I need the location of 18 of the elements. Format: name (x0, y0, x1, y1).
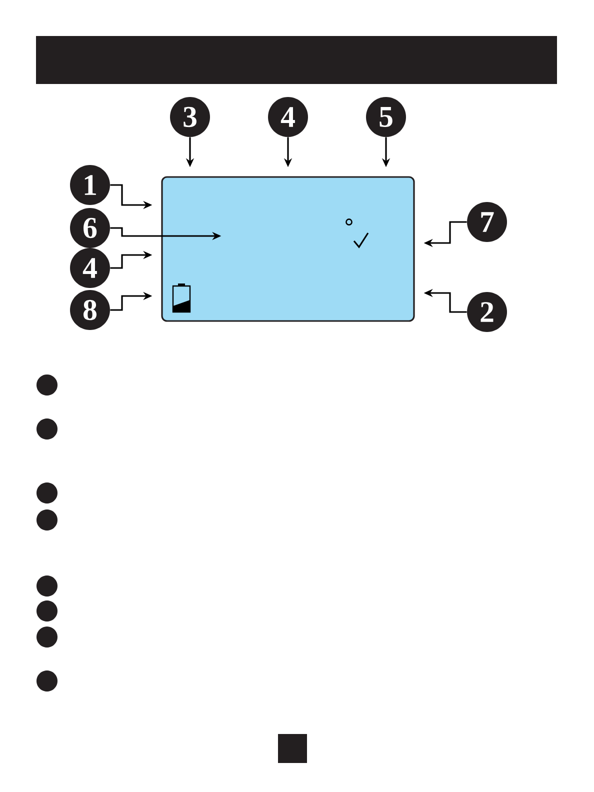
bullet-dot (36, 600, 58, 622)
callout-number: 8 (70, 290, 110, 330)
callout-number: 4 (268, 97, 308, 137)
bullet-dot (36, 482, 58, 504)
callout-number: 7 (467, 202, 507, 242)
callout-number: 1 (70, 165, 110, 205)
callout-number: 2 (467, 292, 507, 332)
bullet-dot (36, 374, 58, 396)
bullet-dot (36, 670, 58, 692)
callout-number: 3 (170, 97, 210, 137)
callout-number: 6 (70, 208, 110, 248)
bullet-dot (36, 626, 58, 648)
bullet-dot (36, 510, 58, 530)
bullet-dot (36, 418, 58, 440)
lcd-screen (161, 176, 415, 322)
bullet-dot (36, 576, 58, 596)
callout-number: 5 (366, 97, 406, 137)
callout-number: 4 (70, 248, 110, 288)
